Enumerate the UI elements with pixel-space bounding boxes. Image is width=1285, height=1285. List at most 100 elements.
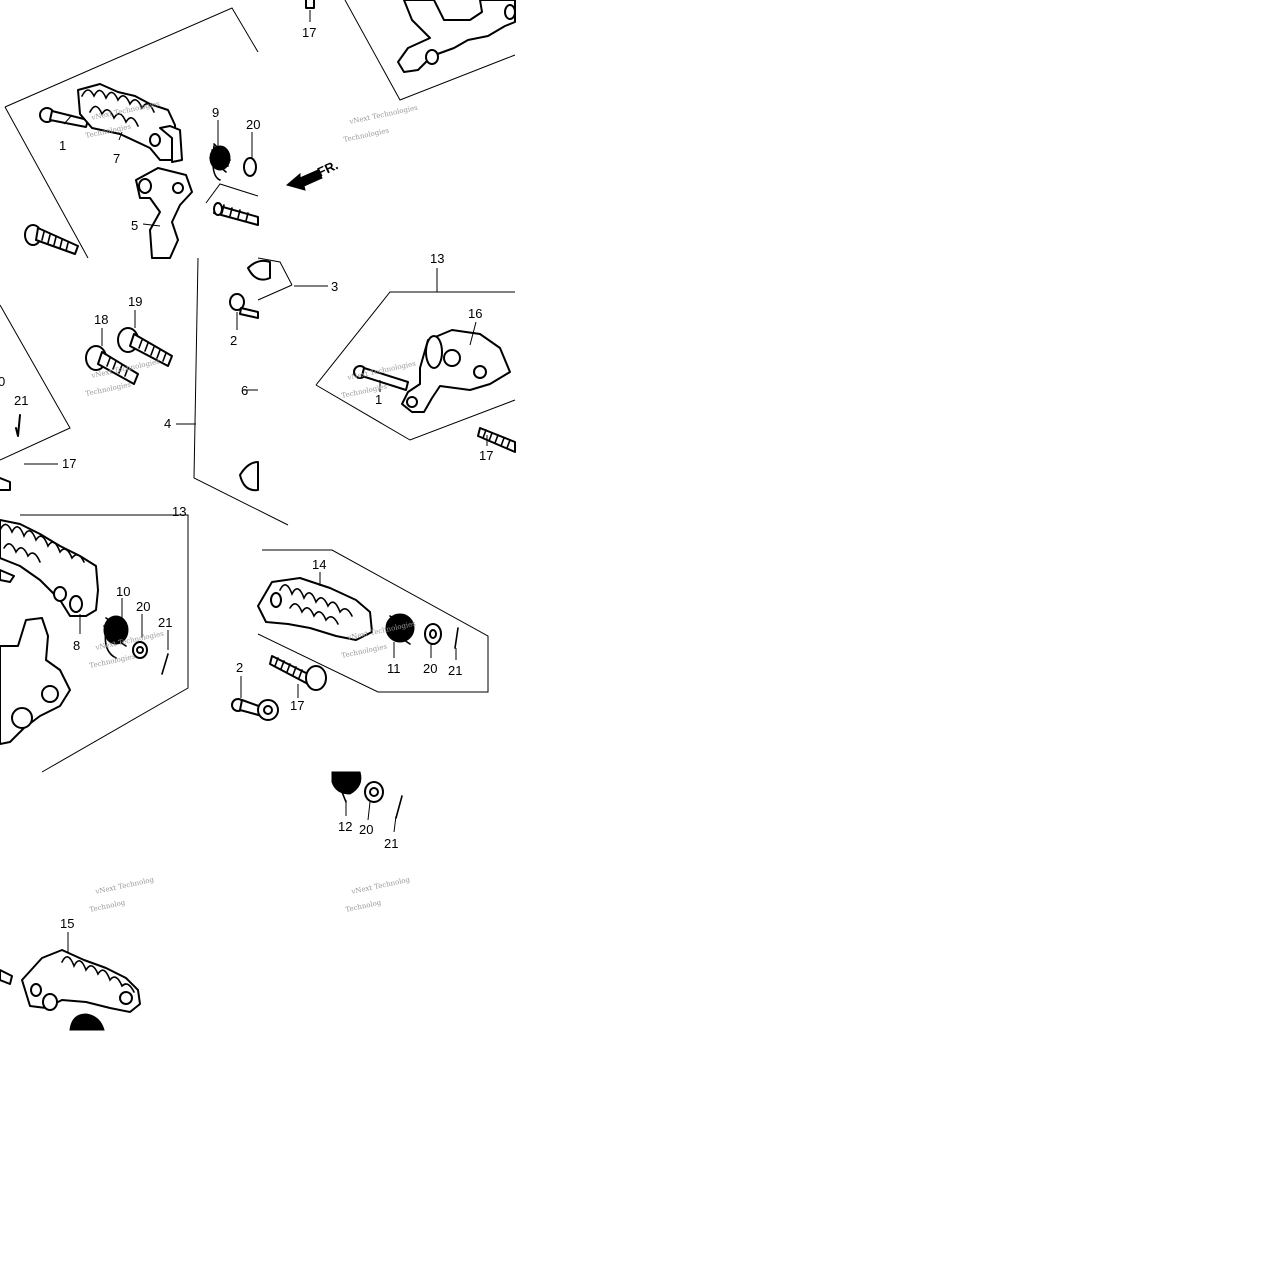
bolt-part bbox=[117, 327, 173, 367]
callout-13: 13 bbox=[430, 251, 444, 266]
watermark: vNext Technolog Technolog bbox=[345, 876, 411, 914]
frame-line bbox=[344, 0, 516, 101]
watermark: vNext Technologies Technologies bbox=[343, 104, 419, 144]
callout-20: 20 bbox=[136, 599, 150, 614]
tile-lower-right: 14 11 20 21 17 2 bbox=[231, 549, 489, 721]
callout-2: 2 bbox=[230, 333, 237, 348]
callout-2: 2 bbox=[236, 660, 243, 675]
frame-line bbox=[4, 106, 89, 259]
callout-17: 17 bbox=[62, 456, 76, 471]
footpeg-part bbox=[257, 577, 373, 641]
spring-part bbox=[331, 771, 362, 803]
callout-1: 1 bbox=[59, 138, 66, 153]
pin-part bbox=[229, 293, 259, 330]
frame-line bbox=[0, 304, 71, 461]
tile-top-right: 17 FR. vNext Technologies Technologies bbox=[285, 0, 516, 191]
frame-line bbox=[257, 257, 293, 286]
spring-edge bbox=[69, 1013, 105, 1031]
spring-part bbox=[103, 615, 129, 659]
front-direction-arrow-icon: FR. bbox=[285, 157, 340, 191]
cotter-pin-part bbox=[161, 653, 169, 675]
svg-text:Technologies: Technologies bbox=[85, 380, 132, 398]
callout-6: 6 bbox=[241, 383, 248, 398]
bracket-edge bbox=[239, 461, 259, 492]
callout-20: 20 bbox=[423, 661, 437, 676]
callout-14: 14 bbox=[312, 557, 326, 572]
svg-text:Technolog: Technolog bbox=[345, 898, 383, 913]
spring-part bbox=[209, 143, 231, 181]
frame-line bbox=[4, 7, 259, 108]
callout-3: 3 bbox=[331, 279, 338, 294]
callout-17: 17 bbox=[290, 698, 304, 713]
bolt-tip bbox=[305, 0, 315, 9]
bracket-edge bbox=[247, 259, 271, 281]
footpeg-part bbox=[0, 519, 99, 617]
callout-4: 4 bbox=[164, 416, 171, 431]
callout-9: 9 bbox=[212, 105, 219, 120]
bolt-part bbox=[269, 655, 327, 691]
svg-text:FR.: FR. bbox=[315, 157, 340, 179]
washer-part bbox=[243, 157, 257, 177]
bolt-part bbox=[85, 345, 139, 385]
callout-17: 17 bbox=[479, 448, 493, 463]
footpeg-part bbox=[21, 949, 141, 1013]
callout-5: 5 bbox=[131, 218, 138, 233]
svg-text:vNext Technolog: vNext Technolog bbox=[350, 876, 411, 897]
frame-line bbox=[193, 257, 289, 526]
svg-text:Technologies: Technologies bbox=[343, 126, 390, 144]
tile-bottom-right: 12 20 21 vNext Technolog Technolog bbox=[331, 771, 411, 914]
watermark: vNext Technolog Technolog bbox=[89, 876, 155, 914]
pin-part bbox=[231, 698, 279, 721]
tile-middle-left: 4 2 6 19 18 21 0 17 bbox=[0, 257, 289, 526]
bracket-part bbox=[401, 329, 511, 413]
callout-19: 19 bbox=[128, 294, 142, 309]
callout-1: 1 bbox=[375, 392, 382, 407]
footpeg-part bbox=[77, 83, 183, 163]
callout-7: 7 bbox=[113, 151, 120, 166]
bracket-part bbox=[0, 617, 71, 745]
pin-edge bbox=[0, 969, 13, 985]
callout-21: 21 bbox=[448, 663, 462, 678]
callout-10: 10 bbox=[116, 584, 130, 599]
cotter-pin-part bbox=[454, 627, 459, 649]
svg-text:vNext Technologies: vNext Technologies bbox=[348, 104, 419, 127]
callout-15: 15 bbox=[60, 916, 74, 931]
svg-text:vNext Technolog: vNext Technolog bbox=[94, 876, 155, 897]
svg-text:Technologies: Technologies bbox=[341, 642, 388, 660]
callout-12: 12 bbox=[338, 819, 352, 834]
spring-part bbox=[385, 613, 415, 645]
tile-middle-right: 3 13 16 1 17 vNext Technologies bbox=[247, 251, 516, 463]
tile-lower-left: 8 10 20 21 vNext Technologies Technologi… bbox=[0, 514, 189, 773]
callout-21: 21 bbox=[14, 393, 28, 408]
callout-21: 21 bbox=[158, 615, 172, 630]
frame-line bbox=[315, 291, 515, 386]
bolt-part bbox=[477, 427, 516, 453]
frame-line bbox=[257, 549, 489, 693]
pin-part bbox=[353, 365, 409, 391]
callout-13-cut: 13 bbox=[172, 504, 186, 519]
callout-21: 21 bbox=[384, 836, 398, 851]
callout-20-cut: 0 bbox=[0, 374, 5, 389]
callout-20-cut: 20 bbox=[246, 117, 260, 132]
tile-bottom-left: 15 vNext Technolog Technolog bbox=[0, 876, 155, 1031]
bracket-part bbox=[135, 167, 193, 259]
frame-line bbox=[315, 384, 516, 441]
callout-20: 20 bbox=[359, 822, 373, 837]
frame-line bbox=[20, 514, 189, 773]
bolt-part bbox=[205, 183, 259, 226]
bolt-tip bbox=[0, 477, 11, 491]
cotter-pin-part bbox=[395, 795, 403, 819]
callout-18: 18 bbox=[94, 312, 108, 327]
tile-top-left: 1 7 9 20 5 vNext Technologies Technologi… bbox=[4, 7, 260, 259]
callout-16: 16 bbox=[468, 306, 482, 321]
callout-8: 8 bbox=[73, 638, 80, 653]
frame-line bbox=[257, 284, 293, 301]
svg-text:Technolog: Technolog bbox=[89, 898, 127, 913]
callout-17: 17 bbox=[302, 25, 316, 40]
bracket-part bbox=[397, 0, 516, 73]
pin-edge bbox=[0, 569, 15, 583]
bolt-part bbox=[24, 224, 79, 255]
cotter-pin-part bbox=[15, 414, 21, 437]
